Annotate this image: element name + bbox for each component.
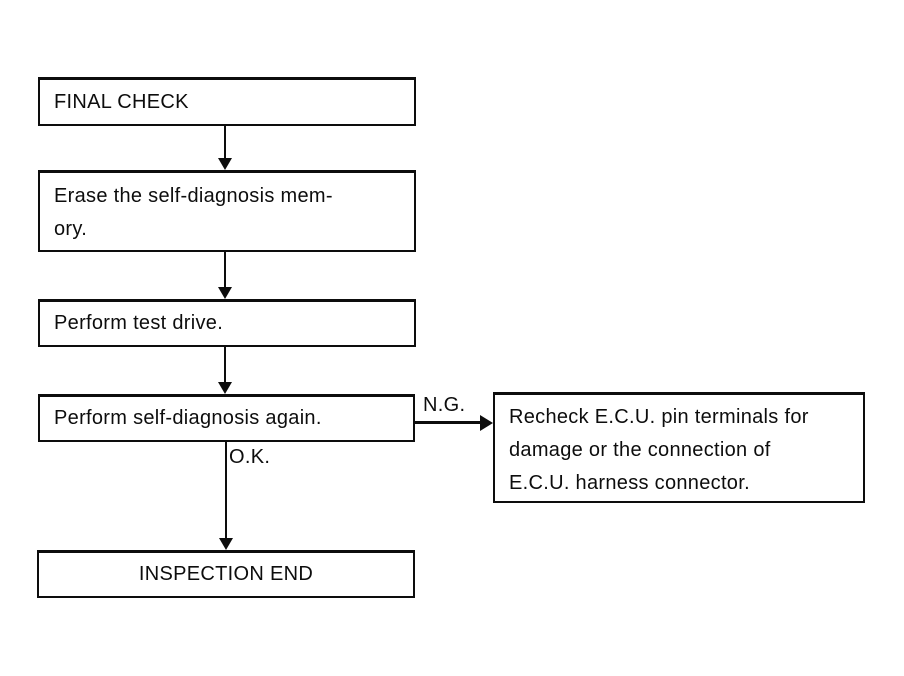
node-test-drive: Perform test drive. [38,299,416,347]
arrow-head-down-icon [219,538,233,550]
arrow-head-right-icon [480,414,493,431]
arrow-shaft [225,442,227,538]
node-final-check-label: FINAL CHECK [54,90,189,113]
node-inspection-end: INSPECTION END [37,550,415,598]
node-inspection-end-label: INSPECTION END [138,563,314,585]
arrow-ok-to-inspection-end [219,442,233,550]
arrow-ng-branch [415,414,493,431]
arrow-erase-to-testdrive [218,252,232,299]
node-erase-memory-label: Erase the self-diagnosis mem- ory. [54,185,333,240]
arrow-testdrive-to-selfdiagnosis [218,347,232,394]
node-recheck-ecu-label: Recheck E.C.U. pin terminals for damage … [509,406,809,494]
arrow-head-down-icon [218,287,232,299]
node-self-diagnosis-again: Perform self-diagnosis again. [38,394,415,442]
arrow-shaft [224,347,226,382]
arrow-final-to-erase [218,125,232,170]
arrow-shaft [224,252,226,287]
arrow-head-down-icon [218,382,232,394]
edge-label-ng: N.G. [423,394,466,416]
edge-label-ok: O.K. [229,446,271,468]
node-erase-memory: Erase the self-diagnosis mem- ory. [38,170,416,252]
node-recheck-ecu: Recheck E.C.U. pin terminals for damage … [493,392,865,503]
node-self-diagnosis-again-label: Perform self-diagnosis again. [54,407,322,429]
node-test-drive-label: Perform test drive. [54,312,224,334]
arrow-shaft [224,125,226,158]
arrow-shaft [415,421,480,424]
node-final-check: FINAL CHECK [38,77,416,126]
arrow-head-down-icon [218,158,232,170]
